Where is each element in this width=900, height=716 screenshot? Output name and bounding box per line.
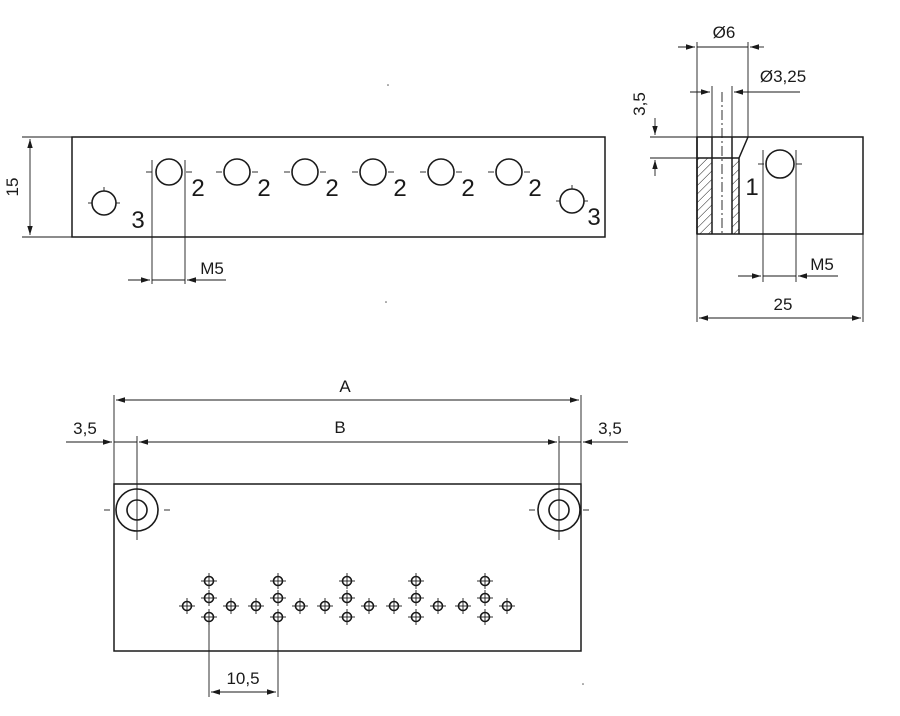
right-offset-dimension: 3,5 xyxy=(559,419,628,445)
port-hole-3-right xyxy=(556,185,588,214)
port-hole-small xyxy=(430,598,446,614)
width-dimension: 25 xyxy=(696,234,864,322)
port-hole-small xyxy=(248,598,264,614)
port-hole-small xyxy=(408,609,424,625)
port-hole-2-2 xyxy=(216,158,258,186)
depth-dimension: 3,5 xyxy=(630,92,697,176)
overall-length-label: A xyxy=(339,377,351,396)
port-hole-small xyxy=(292,598,308,614)
port-hole-small xyxy=(201,590,217,606)
overall-length-dimension: A xyxy=(113,377,582,484)
hole-spacing-label: B xyxy=(334,418,345,437)
port-hole-2-1 xyxy=(146,158,192,186)
port-label: 1 xyxy=(745,174,758,201)
port-label: 3 xyxy=(587,204,600,231)
thread-dimension-front: M5 xyxy=(128,160,226,284)
port-label: 2 xyxy=(191,175,204,202)
port-hole-small xyxy=(499,598,515,614)
height-dimension-label: 15 xyxy=(3,178,22,197)
port-hole-small xyxy=(270,590,286,606)
port-label: 2 xyxy=(461,175,474,202)
port-hole-2-4 xyxy=(352,158,394,186)
port-label: 2 xyxy=(393,175,406,202)
port-hole-small xyxy=(339,590,355,606)
port-hole-3-left xyxy=(88,187,120,216)
port-hole-small xyxy=(408,590,424,606)
pitch-dimension: 10,5 xyxy=(208,618,279,697)
port-label: 2 xyxy=(325,175,338,202)
port-hole-small xyxy=(477,590,493,606)
thread-dimension-label: M5 xyxy=(810,255,834,274)
pitch-label: 10,5 xyxy=(226,669,259,688)
scan-speck xyxy=(385,301,387,303)
top-view-body xyxy=(113,483,582,652)
port-hole-small xyxy=(201,609,217,625)
bore-dimension: Ø3,25 xyxy=(690,67,806,137)
port-hole-2-3 xyxy=(284,158,326,186)
thread-dimension-label: M5 xyxy=(200,259,224,278)
front-view-body xyxy=(71,136,606,238)
port-hole-small xyxy=(477,609,493,625)
top-view: A B 3,5 3,5 10,5 xyxy=(66,377,628,697)
left-offset-dimension: 3,5 xyxy=(66,419,137,445)
port-label: 2 xyxy=(257,175,270,202)
port-hole-small xyxy=(455,598,471,614)
port-hole-2-6 xyxy=(488,158,530,186)
port-hole-small xyxy=(361,598,377,614)
front-view-holes xyxy=(88,158,588,216)
front-view: 3 2 2 2 2 2 2 3 15 M5 xyxy=(3,136,606,284)
thread-dimension-side: M5 xyxy=(738,150,838,282)
port-hole-small xyxy=(339,573,355,589)
width-dimension-label: 25 xyxy=(774,295,793,314)
right-offset-label: 3,5 xyxy=(598,419,622,438)
side-view: 1 Ø6 Ø3,25 3,5 xyxy=(630,23,864,322)
port-hole-small xyxy=(223,598,239,614)
port-hole-small xyxy=(386,598,402,614)
depth-dimension-label: 3,5 xyxy=(630,92,649,116)
height-dimension: 15 xyxy=(3,136,72,238)
port-label: 3 xyxy=(131,207,144,234)
port-hole-small xyxy=(270,573,286,589)
port-hole-small xyxy=(201,573,217,589)
hole-spacing-dimension: B xyxy=(136,418,560,540)
port-hole-groups xyxy=(179,573,515,625)
bore-section xyxy=(696,92,749,234)
left-offset-label: 3,5 xyxy=(73,419,97,438)
port-hole-small xyxy=(317,598,333,614)
port-label: 2 xyxy=(528,175,541,202)
port-hole-small xyxy=(179,598,195,614)
port-hole-small xyxy=(408,573,424,589)
counterbore-dimension-label: Ø6 xyxy=(713,23,736,42)
scan-speck xyxy=(387,84,389,86)
port-hole-2-5 xyxy=(420,158,462,186)
port-hole-1 xyxy=(758,149,802,179)
scan-speck xyxy=(582,683,584,685)
port-hole-small xyxy=(339,609,355,625)
port-hole-small xyxy=(477,573,493,589)
bore-dimension-label: Ø3,25 xyxy=(760,67,806,86)
counterbore-dimension: Ø6 xyxy=(678,23,764,137)
